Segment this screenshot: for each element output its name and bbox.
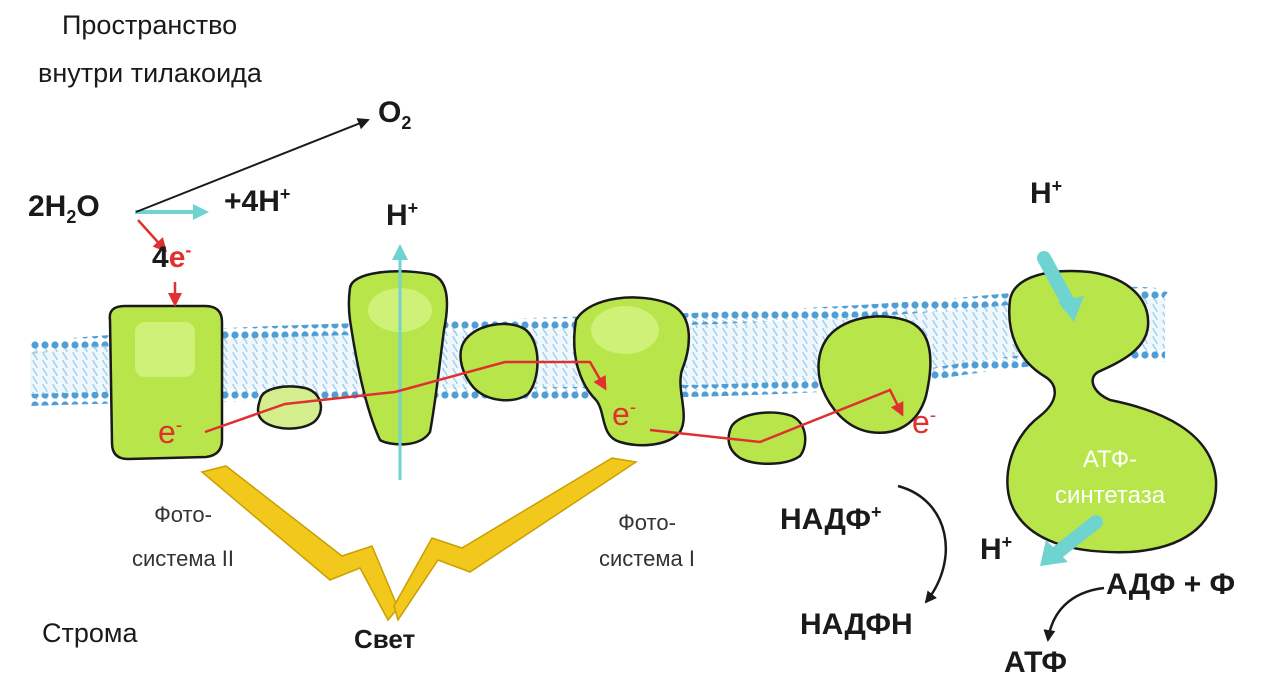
lumen-proton-label: H+ bbox=[1030, 176, 1062, 211]
electron-fnr-label: e- bbox=[912, 404, 936, 441]
electron-ps2-label: e- bbox=[158, 414, 182, 451]
four-electrons-label: 4e- bbox=[152, 240, 191, 275]
cytochrome-proton-label: H+ bbox=[386, 198, 418, 233]
atp-label: АТФ bbox=[1004, 646, 1067, 680]
ps2-label-line2: система II bbox=[118, 546, 248, 572]
lumen-label-line1: Пространство bbox=[62, 10, 237, 41]
oxygen-label: O2 bbox=[378, 96, 411, 134]
ps1-label-line2: система I bbox=[582, 546, 712, 572]
lumen-label-line2: внутри тилакоида bbox=[38, 58, 262, 89]
stroma-label: Строма bbox=[42, 618, 137, 649]
electron-ps1-label: e- bbox=[612, 396, 636, 433]
atp-synthase-label-line2: синтетаза bbox=[1040, 482, 1180, 510]
nadp-label: НАДФ+ bbox=[780, 502, 882, 537]
plastoquinone-protein bbox=[258, 387, 321, 429]
lightning-bolt-icon bbox=[202, 458, 636, 620]
atp-synthase-label-line1: АТФ- bbox=[1040, 446, 1180, 474]
four-protons-label: +4H+ bbox=[224, 184, 290, 219]
light-label: Свет bbox=[354, 624, 415, 655]
stroma-proton-label: H+ bbox=[980, 532, 1012, 567]
nadph-label: НАДФН bbox=[800, 608, 913, 642]
adp-phosphate-label: АДФ + Ф bbox=[1106, 568, 1235, 602]
atp-formation-arrow bbox=[1048, 588, 1104, 640]
atp-synthase bbox=[1007, 271, 1216, 552]
ps2-label-line1: Фото- bbox=[118, 502, 248, 528]
water-label: 2H2O bbox=[28, 190, 100, 228]
nadp-reduction-arrow bbox=[898, 486, 946, 602]
ps1-label-line1: Фото- bbox=[582, 510, 712, 536]
cytochrome-complex bbox=[349, 271, 447, 444]
